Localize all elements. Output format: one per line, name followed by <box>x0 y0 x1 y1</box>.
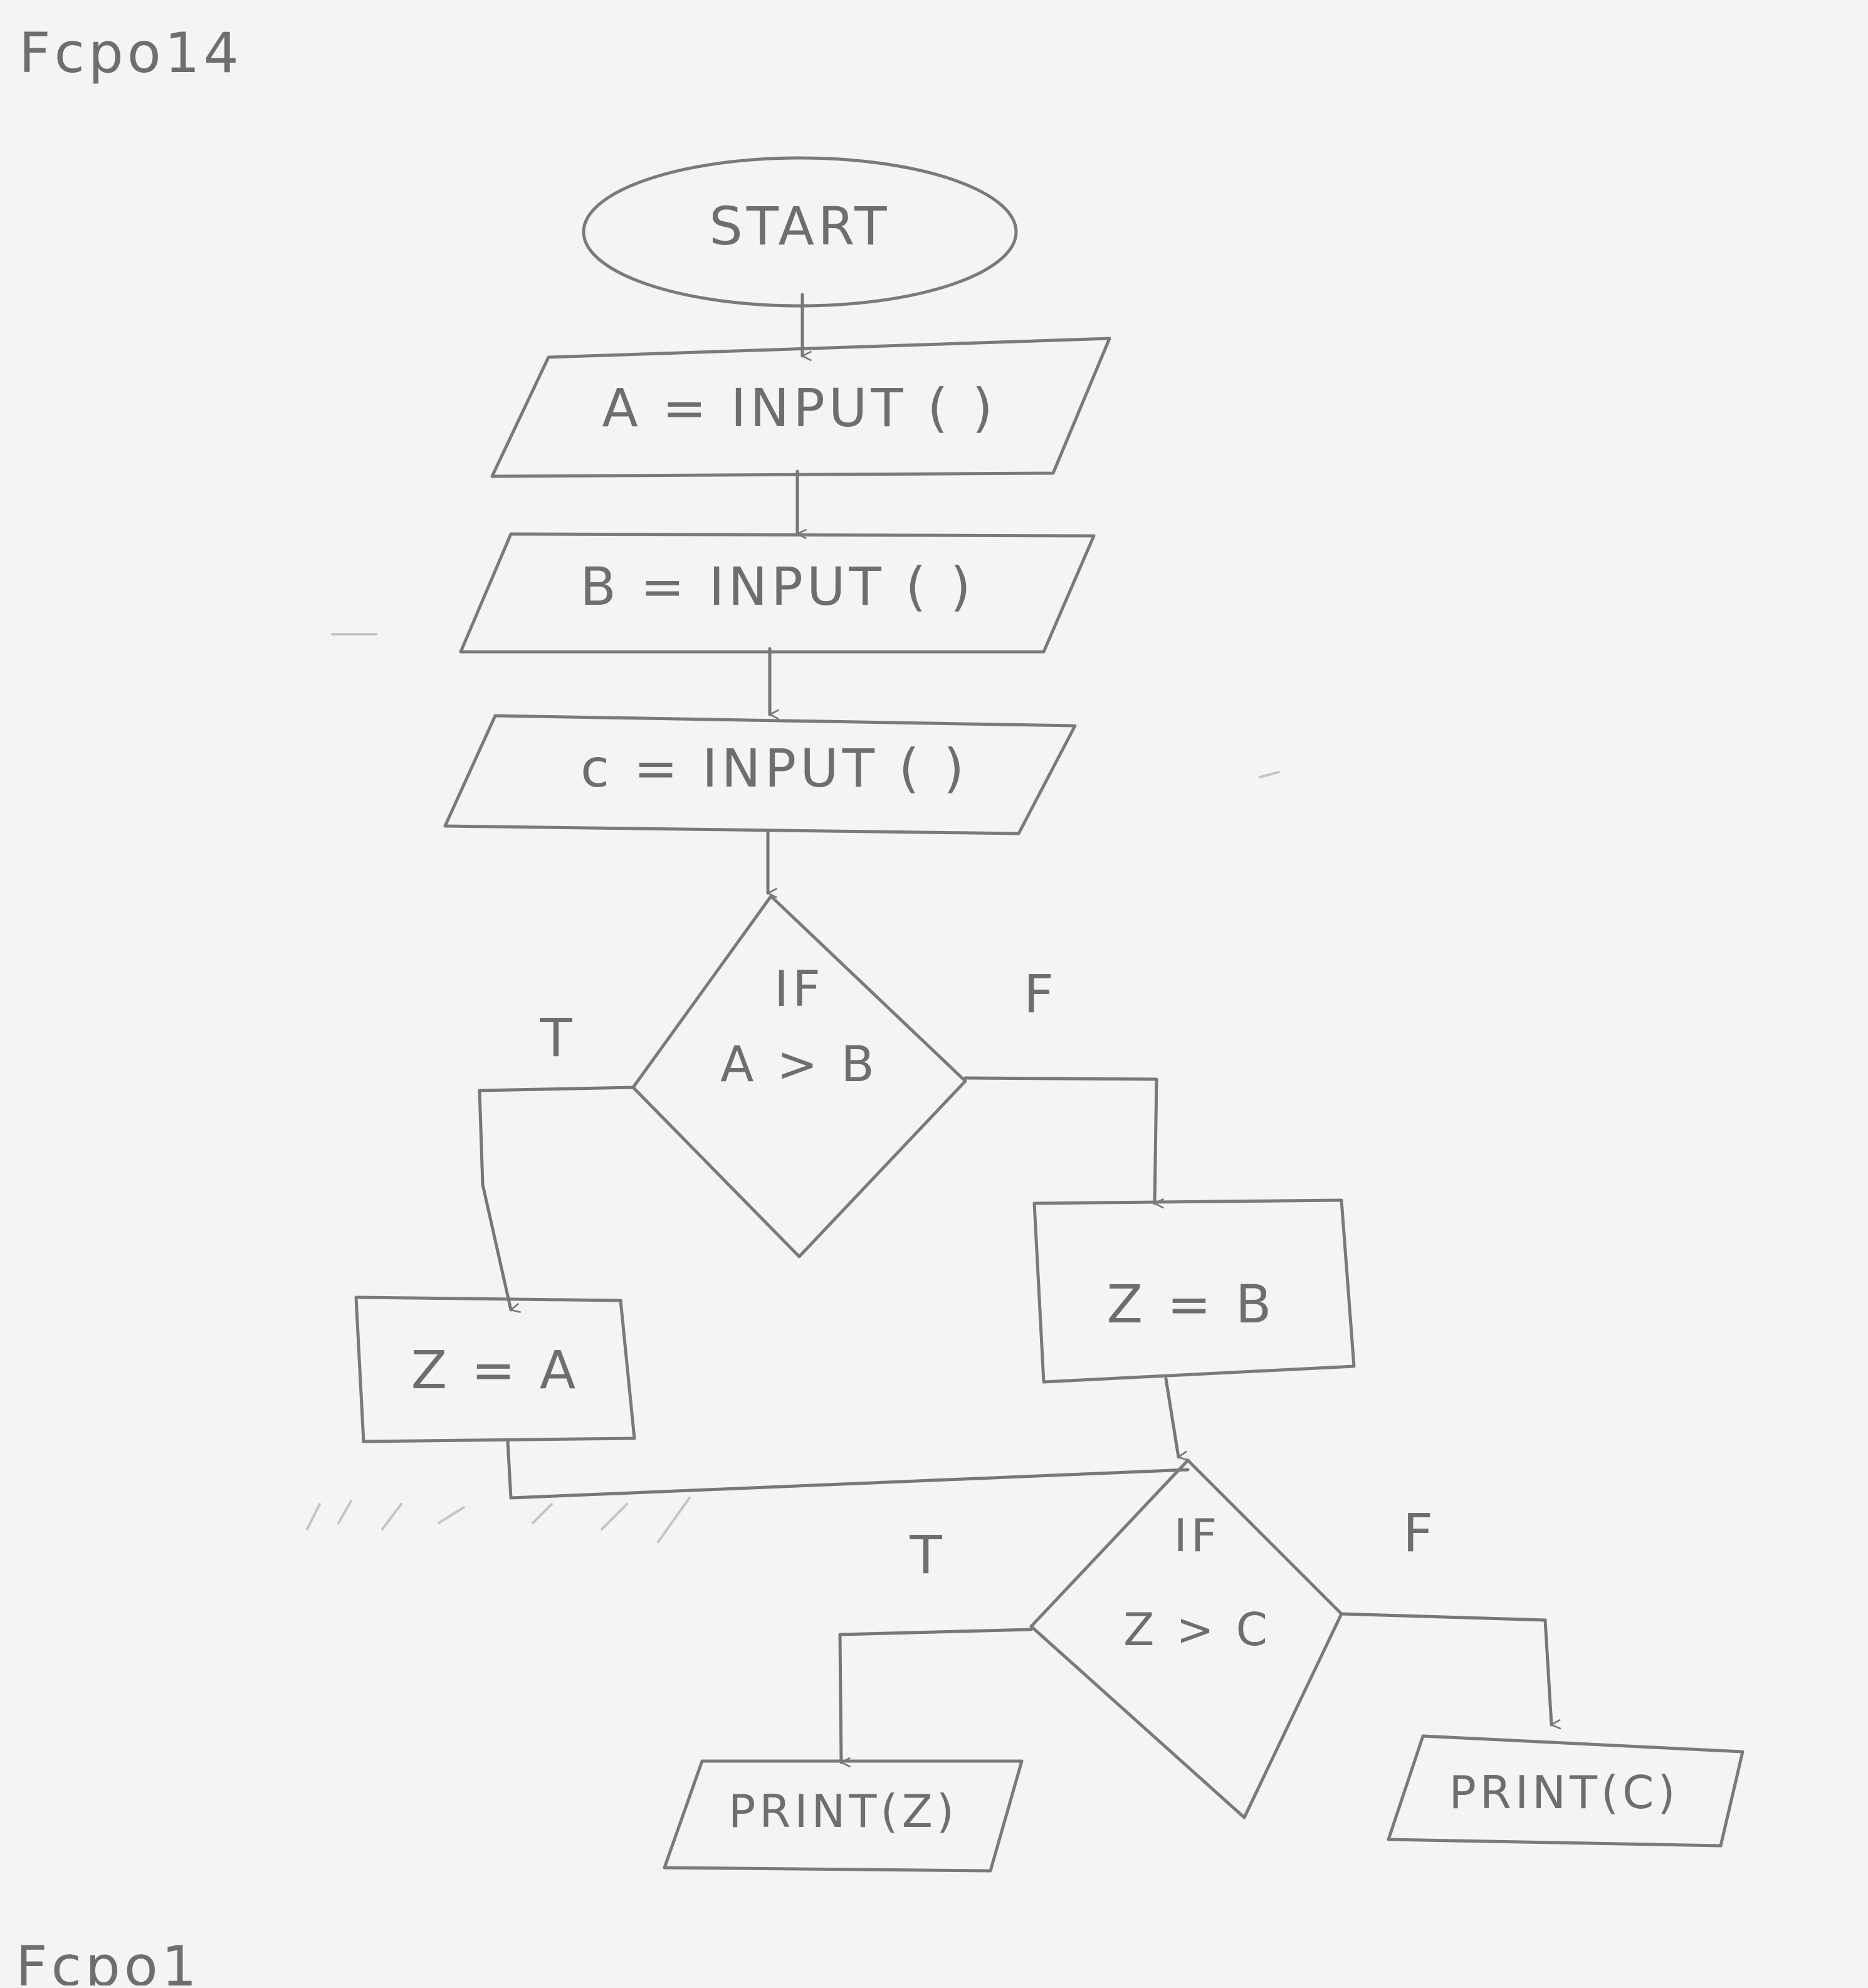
print-z-label: PRINT(Z) <box>728 1785 958 1838</box>
start-label: START <box>709 196 890 257</box>
print-c-shape <box>1387 1734 1745 1848</box>
decision-2-diamond: IF Z > C <box>1029 1458 1343 1819</box>
input-c-shape <box>443 714 1077 835</box>
erased-marks <box>306 1497 691 1543</box>
bottom-label: Fcpo1 <box>16 1934 201 1985</box>
start-terminator: START <box>582 156 1018 308</box>
assign-a-shape <box>354 1295 636 1443</box>
decision-1-condition: A > B <box>720 1037 878 1093</box>
start-ellipse <box>582 156 1018 308</box>
print-z-parallelogram: PRINT(Z) <box>663 1759 1024 1873</box>
decision-1-shape <box>631 894 967 1258</box>
arrow-false-to-print-c <box>1340 1612 1551 1725</box>
stray-mark <box>1259 771 1280 778</box>
print-c-parallelogram: PRINT(C) <box>1387 1734 1745 1848</box>
decision-1-false-label: F <box>1024 963 1057 1025</box>
print-z-shape <box>663 1759 1024 1873</box>
decision-1-keyword: IF <box>774 961 824 1018</box>
assign-b-label: Z = B <box>1107 1274 1276 1335</box>
arrow-assign-b-to-decision-2 <box>1164 1377 1178 1457</box>
assign-b-shape <box>1032 1198 1356 1384</box>
assign-a-label: Z = A <box>411 1339 580 1401</box>
merge-line-assign-a <box>506 1440 1190 1500</box>
input-b-label: B = INPUT ( ) <box>580 556 974 617</box>
input-c-label: c = INPUT ( ) <box>580 738 968 799</box>
arrow-true-to-assign-a <box>478 1086 635 1310</box>
decision-1-diamond: IF A > B <box>631 894 967 1258</box>
input-c-parallelogram: c = INPUT ( ) <box>443 714 1077 835</box>
assign-b-box: Z = B <box>1032 1198 1356 1384</box>
decision-2-shape <box>1029 1458 1343 1819</box>
input-b-shape <box>459 532 1096 654</box>
corner-label: Fcpo14 <box>19 21 243 85</box>
decision-2-condition: Z > C <box>1123 1603 1271 1656</box>
arrow-false-to-assign-b <box>963 1076 1157 1203</box>
input-b-parallelogram: B = INPUT ( ) <box>459 532 1096 654</box>
print-c-label: PRINT(C) <box>1449 1766 1679 1819</box>
input-a-parallelogram: A = INPUT ( ) <box>490 337 1111 478</box>
decision-2-keyword: IF <box>1174 1509 1221 1562</box>
input-a-shape <box>490 337 1111 478</box>
decision-1-true-label: T <box>539 1007 575 1069</box>
assign-a-box: Z = A <box>354 1295 636 1443</box>
decision-2-true-label: T <box>909 1524 945 1586</box>
arrow-true-to-print-z <box>838 1628 1033 1762</box>
input-a-label: A = INPUT ( ) <box>602 377 996 439</box>
decision-2-false-label: F <box>1403 1502 1437 1564</box>
